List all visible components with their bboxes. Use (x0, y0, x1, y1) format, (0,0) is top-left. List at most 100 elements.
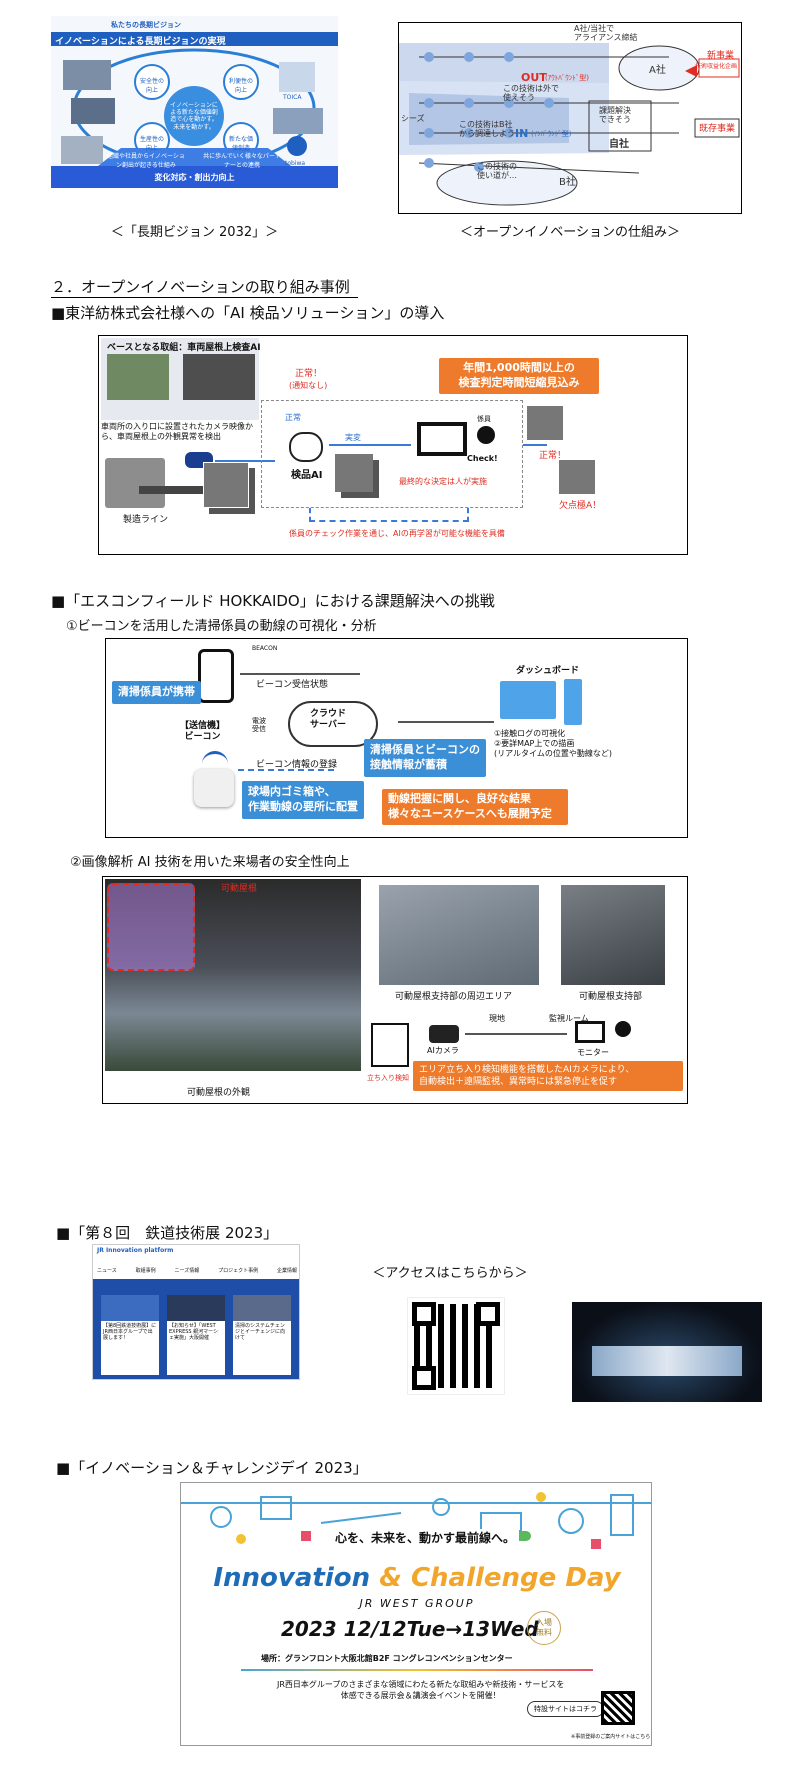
result-defect-image (559, 460, 595, 494)
poster-venue: 場所：グランフロント大阪北館B2F コングレコンベンションセンター (261, 1654, 513, 1663)
monitor-icon (417, 422, 467, 456)
poster-group: JR WEST GROUP (359, 1597, 475, 1610)
staff-icon (477, 426, 495, 444)
expo-site-screenshot[interactable]: JR Innovation platform ニュース 取組事例 ニーズ情報 プ… (92, 1244, 300, 1380)
vision-diagram (51, 16, 338, 188)
nav-item[interactable]: ニーズ情報 (174, 1268, 200, 1274)
roof-photo (105, 879, 361, 1071)
middle-sample (335, 454, 373, 492)
new-business-sub: 技術収益化企画 (695, 63, 738, 70)
poster-title: Innovation & Challenge Day (213, 1563, 621, 1593)
challenge-heading: ■「イノベーション＆チャレンジデイ 2023」 (56, 1459, 368, 1477)
new-business: 新事業 (707, 51, 735, 61)
camera-diagram: 可動屋根 可動屋根の外観 可動屋根支持部の周辺エリア 可動屋根支持部 現地 監視… (102, 876, 688, 1104)
nav-item[interactable]: 取組事例 (135, 1268, 156, 1274)
company-b: B社 (559, 177, 576, 188)
poster-tagline: 心を、未来を、動かす最前線へ。 (331, 1529, 520, 1546)
vision-node-value: 新たな価値創造 (228, 136, 253, 152)
expo-brand: JR Innovation platform (97, 1247, 174, 1254)
challenge-poster[interactable]: 心を、未来を、動かす最前線へ。 Innovation & Challenge D… (180, 1482, 652, 1746)
brain-icon (289, 432, 323, 462)
expo-card-text: 【第8回鉄道技術展】にJR西日本グループで出展します！ (103, 1323, 157, 1341)
toyobo-diagram: ベースとなる取組：車両屋根上検査AI 車両所の入り口に設置されたカメラ映像から、… (98, 335, 688, 555)
expo-card[interactable]: 清掃のシステムチェンジとイーチェンジに向けて (233, 1295, 291, 1375)
placement-label: 球場内ゴミ箱や、 作業動線の要所に配置 (242, 781, 364, 819)
arrow-to-result (523, 444, 547, 446)
to-dashboard-arrow (398, 721, 494, 723)
nav-item[interactable]: 企業情報 (276, 1268, 297, 1274)
beacon-label: 【送信機】 ビーコン (180, 721, 226, 742)
company-a: A社 (649, 65, 666, 76)
radio-label: 電波 受信 (252, 717, 266, 734)
expo-card[interactable]: 【お知らせ】「WEST EXPRESS 銀河マーシェ実施」大阪開催 (167, 1295, 225, 1375)
ai-camera-label: AIカメラ (427, 1046, 459, 1055)
company-a-note: A社/当社で アライアンス締結 (574, 24, 638, 42)
arrow-to-staff (329, 444, 411, 446)
result-banner: 動線把握に関し、良好な結果 様々なユースケースへも展開予定 (382, 789, 568, 825)
vision-bottom-right: 共に歩んでいく様々なパートナーとの連携 (203, 153, 281, 169)
vision-node-safety: 安全性の向上 (139, 78, 164, 94)
company-b-note: この技術の 使い道が… (477, 162, 517, 180)
open-innovation-diagram (399, 43, 740, 206)
sample-images (203, 462, 249, 508)
monitor-label: モニター (577, 1048, 609, 1057)
open-innovation-image: A社/当社で アライアンス締結 A社 新事業 技術収益化企画 OUT (ｱｳﾄﾊ… (398, 22, 742, 214)
special-site-button[interactable]: 特設サイトはコチラ (527, 1701, 604, 1717)
area-caption: 可動屋根支持部の周辺エリア (395, 992, 513, 1002)
nav-item[interactable]: ニュース (97, 1268, 117, 1274)
vision-node-productivity: 生産性の向上 (139, 136, 164, 152)
poster-qr[interactable] (601, 1691, 635, 1725)
open-caption: ＜オープンイノベーションの仕組み＞ (460, 225, 680, 240)
free-badge: 入場 無料 (527, 1611, 561, 1645)
actual-label: 実変 (345, 433, 361, 442)
result-normal-image (527, 406, 563, 440)
title-innovation: Innovation (213, 1563, 371, 1593)
expo-card[interactable]: 【第8回鉄道技術展】にJR西日本グループで出展します！ (101, 1295, 159, 1375)
intrusion-sign (371, 1023, 409, 1067)
intrusion-label: 立ち入り検知 (367, 1074, 409, 1082)
support-caption: 可動屋根支持部 (579, 992, 643, 1002)
escon-sub2: ②画像解析 AI 技術を用いた来場者の安全性向上 (70, 855, 350, 870)
staff-label: 係員 (477, 415, 491, 423)
factory-machine (105, 458, 165, 508)
pc-tower (564, 679, 582, 725)
booth-structure (592, 1346, 742, 1376)
time-banner: 年間1,000時間以上の 検査判定時間短縮見込み (439, 358, 599, 394)
expo-heading: ■「第８回 鉄道技術展 2023」 (56, 1224, 279, 1242)
qr-finder-2 (476, 1302, 500, 1326)
escon-sub1: ①ビーコンを活用した清掃係員の動線の可視化・分析 (66, 619, 377, 634)
base-photo-1 (107, 354, 169, 400)
beacon-receive: ビーコン受信状態 (256, 680, 329, 690)
feedback-note: 係員のチェック作業を通じ、AIの再学習が可能な機能を具備 (289, 529, 505, 538)
out-sub: (ｱｳﾄﾊﾞｳﾝﾄﾞ型) (545, 74, 589, 82)
ai-label: 検品AI (291, 470, 323, 481)
to-monitor-arrow (465, 1033, 567, 1035)
dashboard-list: ①接触ログの可視化 ②要詳MAP上での描画 (リアルタイムの位置や動線など) (494, 729, 613, 758)
qr-finder-3 (412, 1366, 436, 1390)
seeds: シーズ (401, 114, 425, 123)
accum-label: 清掃係員とビーコンの 接触情報が蓄積 (364, 739, 486, 777)
base-photo-2 (183, 354, 255, 400)
roof-highlight (107, 883, 195, 971)
monitor-room-label: 監視ルーム (549, 1014, 589, 1023)
conveyor (139, 486, 209, 494)
cloud-shape (288, 701, 378, 747)
line-label: 製造ライン (123, 515, 169, 525)
normal-top: 正常！ (295, 369, 323, 379)
vision-bottom-left: 組織や社員からイノベーション創出が起きる仕組み (107, 153, 185, 169)
base-desc: 車両所の入り口に設置されたカメラ映像から、車両屋根上の外観異常を検出 (101, 422, 253, 441)
in-label: IN (515, 127, 529, 140)
poster-date: 2023 12/12Tue→13Wed (281, 1617, 539, 1641)
monitor-person-icon (615, 1021, 631, 1037)
result-defect: 欠点極A！ (559, 501, 602, 511)
nav-item[interactable]: プロジェクト事例 (218, 1268, 259, 1274)
normal-top-sub: (通知なし) (289, 381, 328, 390)
section2-heading: ２．オープンイノベーションの取り組み事例 (51, 276, 358, 298)
in-sub: (ｲﾝﾊﾞｳﾝﾄﾞ型) (531, 130, 572, 138)
own-company: 自社 (609, 139, 629, 150)
check-label: Check! (467, 454, 498, 463)
register-label: ビーコン情報の登録 (256, 760, 338, 770)
vision-center: イノベーションによる新たな価値創造で心を動かす。未来を動かす。 (170, 102, 218, 131)
area-photo (379, 885, 539, 985)
toyobo-heading: ■東洋紡株式会社様への「AI 検品ソリューション」の導入 (51, 304, 445, 322)
